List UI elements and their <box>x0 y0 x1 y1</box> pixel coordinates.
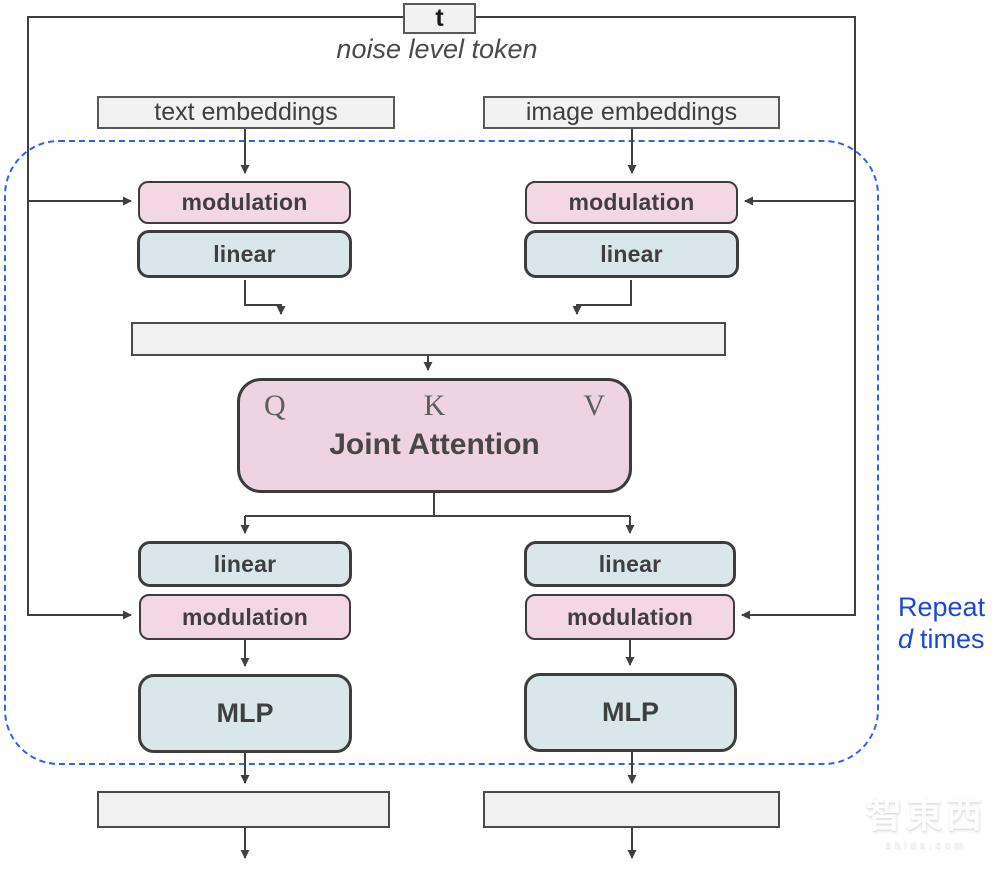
repeat-note-line1: Repeat <box>898 592 986 622</box>
image-embeddings-box: image embeddings <box>483 96 780 129</box>
linear-label: linear <box>213 240 276 267</box>
linear-box-image-upper: linear <box>524 230 739 278</box>
mlp-label: MLP <box>602 697 659 727</box>
wire-attention-split <box>245 493 630 517</box>
modulation-box-text-upper: modulation <box>138 181 351 224</box>
output-bar-image <box>483 791 780 828</box>
qkv-row: Q K V <box>240 381 629 423</box>
linear-box-image-lower: linear <box>524 541 736 587</box>
watermark-logo: 智東西 <box>865 794 986 835</box>
k-label: K <box>423 389 446 422</box>
mlp-label: MLP <box>216 698 274 728</box>
watermark-domain: zhidx.com <box>885 840 967 851</box>
joint-attention-label: Joint Attention <box>329 428 540 461</box>
wire-t-left <box>27 16 403 620</box>
text-embeddings-label: text embeddings <box>154 98 338 126</box>
modulation-label: modulation <box>181 189 308 215</box>
repeat-d: d <box>898 623 914 654</box>
wire-t-right <box>476 16 856 620</box>
modulation-box-image-lower: modulation <box>525 594 735 640</box>
wire-left-linear-to-bar <box>244 280 286 315</box>
repeat-times: times <box>920 623 985 654</box>
noise-token-caption: noise level token <box>336 34 538 64</box>
joint-attention-box: Q K V Joint Attention <box>237 378 632 493</box>
image-embeddings-label: image embeddings <box>525 98 738 126</box>
mlp-box-image: MLP <box>524 673 737 752</box>
q-label: Q <box>264 389 286 422</box>
linear-box-text-lower: linear <box>138 541 352 587</box>
modulation-label: modulation <box>568 189 695 215</box>
modulation-box-image-upper: modulation <box>525 181 738 224</box>
noise-token-label: t <box>435 4 444 32</box>
concat-token-bar <box>131 322 726 356</box>
watermark: 智東西 zhidx.com <box>852 786 1000 851</box>
output-bar-text <box>97 791 390 828</box>
wire-right-linear-to-bar <box>572 280 632 315</box>
text-embeddings-box: text embeddings <box>97 96 395 129</box>
linear-box-text-upper: linear <box>137 230 352 278</box>
modulation-label: modulation <box>182 603 308 630</box>
linear-label: linear <box>598 550 662 577</box>
noise-token-box: t <box>403 3 476 34</box>
mlp-box-text: MLP <box>138 674 352 753</box>
linear-label: linear <box>213 550 277 577</box>
modulation-box-text-lower: modulation <box>139 594 351 640</box>
linear-label: linear <box>600 240 663 267</box>
v-label: V <box>583 389 605 422</box>
repeat-block-boundary <box>4 140 879 765</box>
modulation-label: modulation <box>567 603 693 630</box>
